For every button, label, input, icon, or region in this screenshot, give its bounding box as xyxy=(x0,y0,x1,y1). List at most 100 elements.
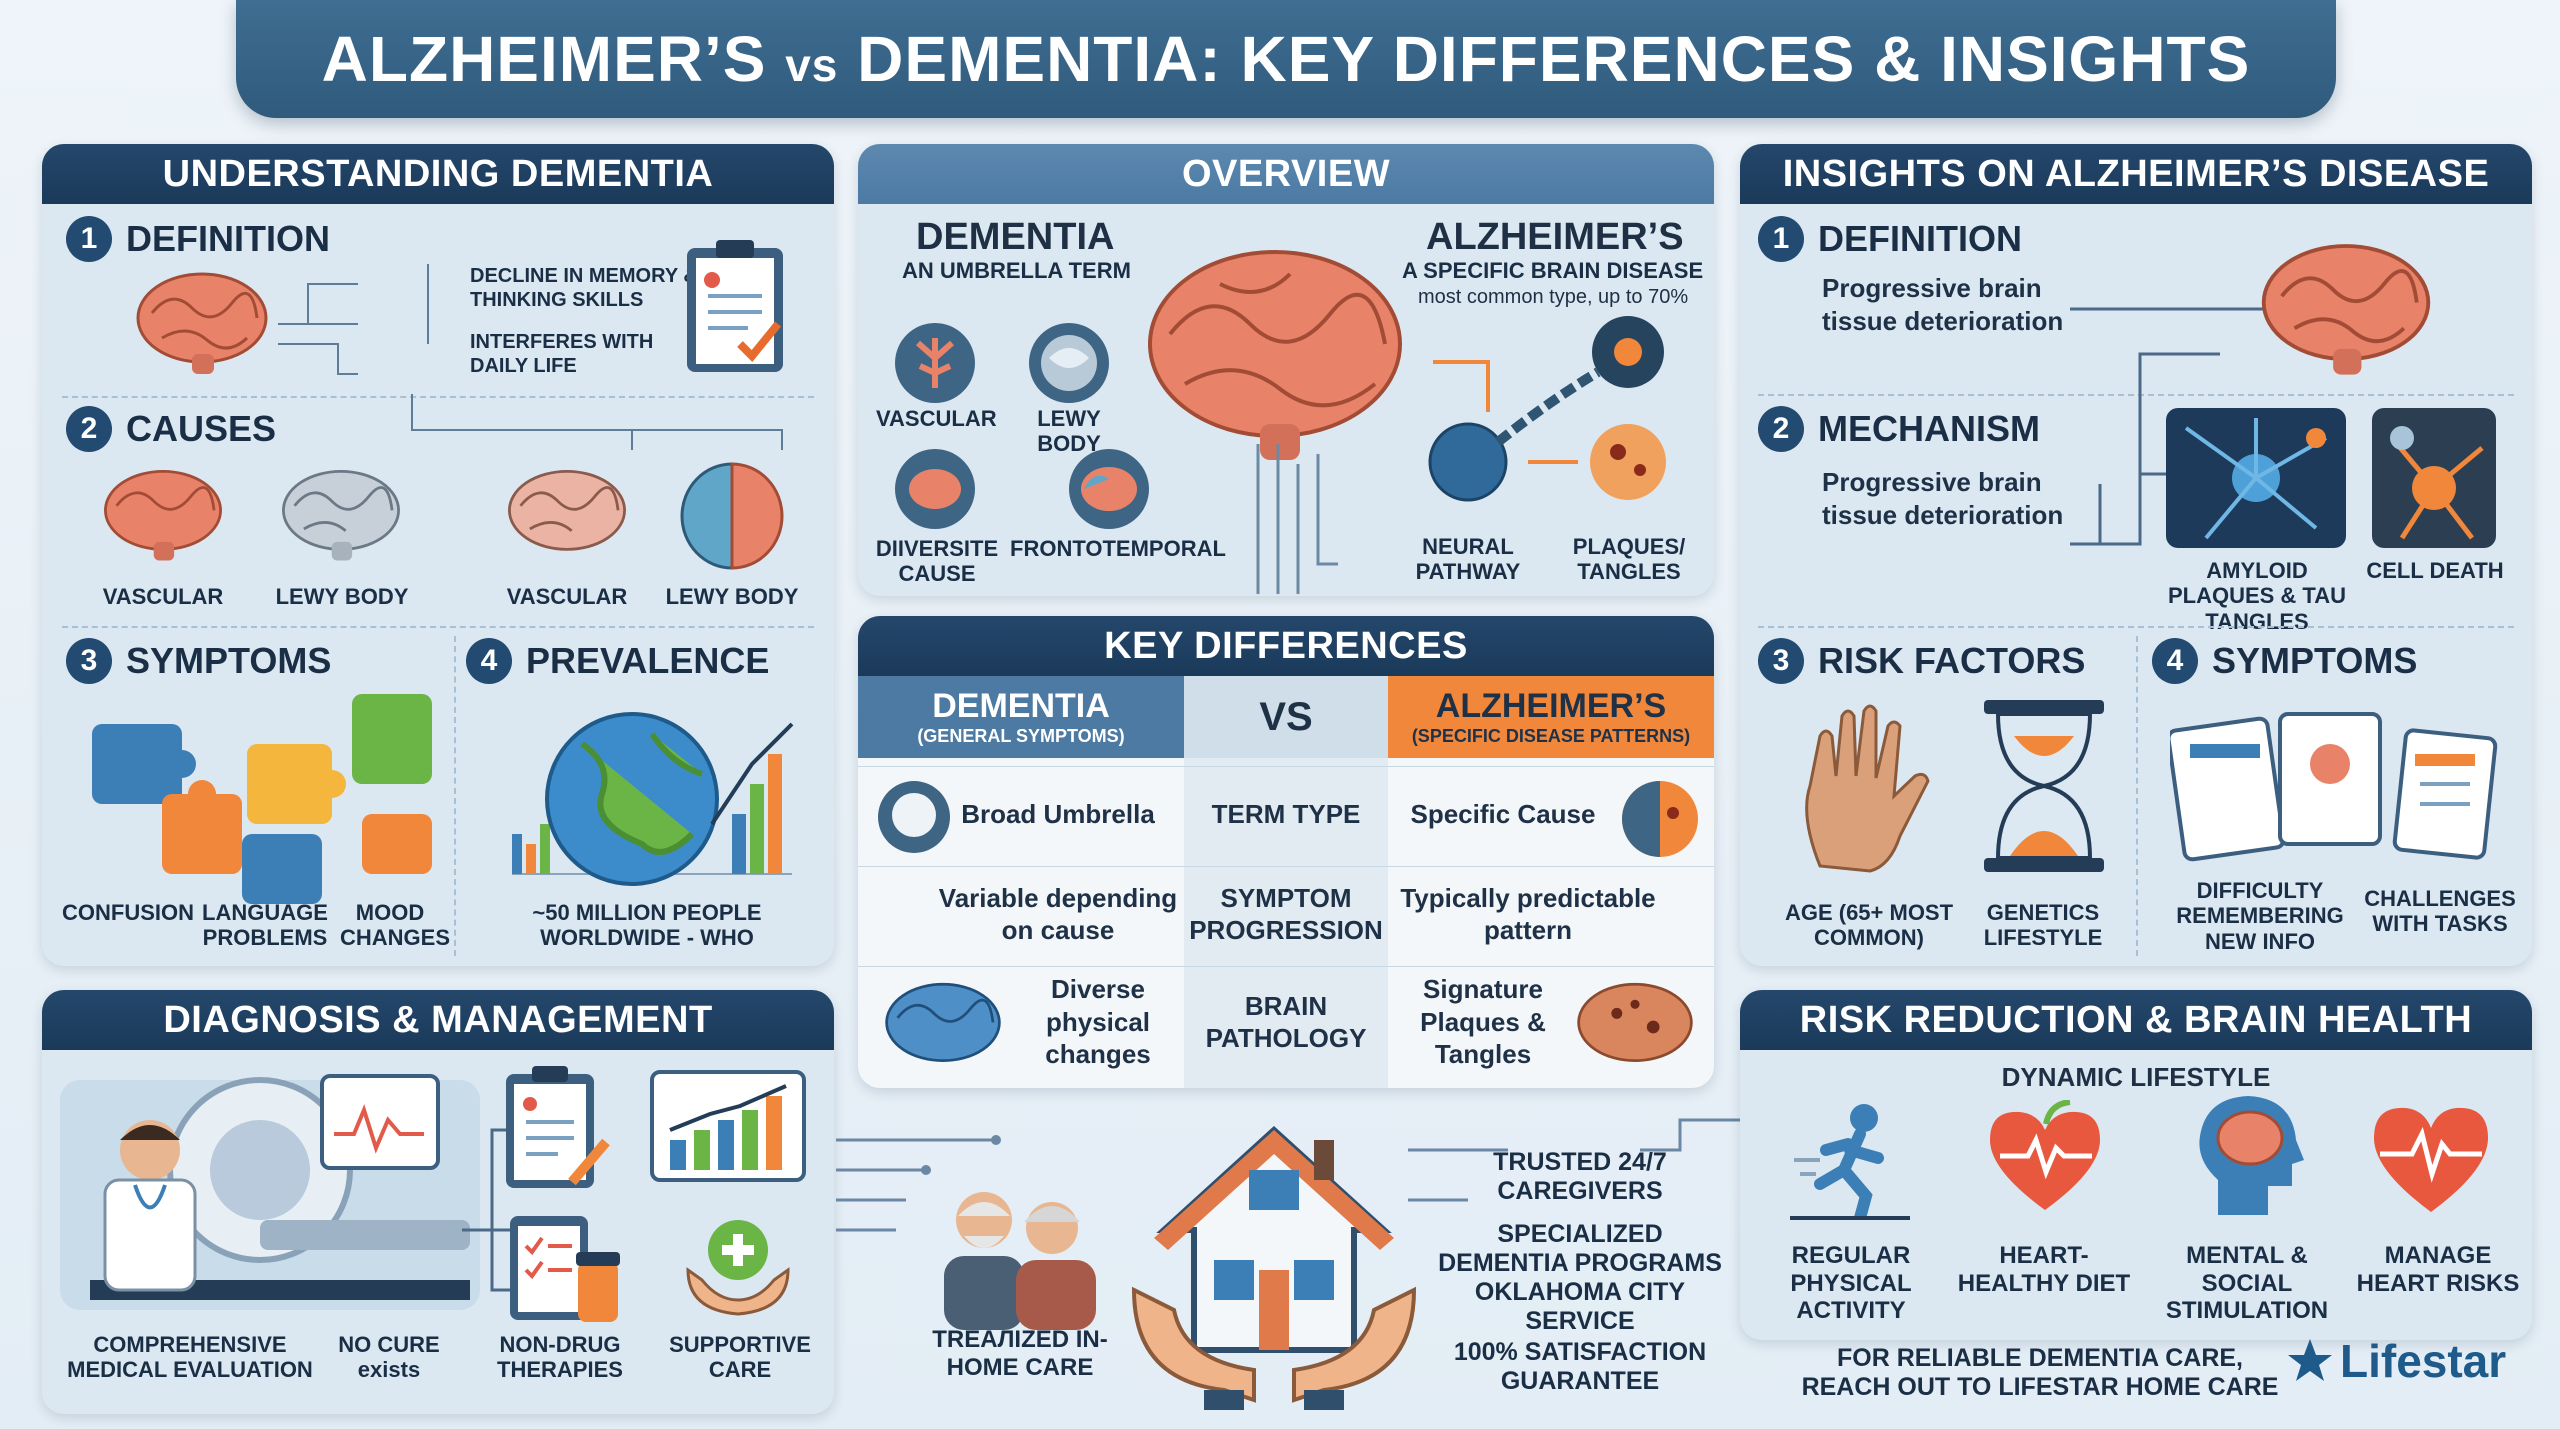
brain-gray-icon xyxy=(282,469,400,561)
brand-name: Lifestar xyxy=(2340,1335,2507,1387)
neuron-network-icon xyxy=(1428,316,1666,502)
kd-row-right: Typically predictable pattern xyxy=(1400,882,1656,946)
medication-icon xyxy=(510,1216,620,1322)
lifestyle-item: HEART-HEALTHY DIET xyxy=(1957,1242,2131,1297)
monitor-icon xyxy=(320,1074,440,1170)
insights-symptom-label: DIFFICULTY REMEMBERING NEW INFO xyxy=(2176,878,2344,954)
connector-lines xyxy=(278,264,429,375)
amyloid-plaques-icon xyxy=(2166,408,2346,548)
mechanism-text: Progressive brain tissue deterioration xyxy=(1822,467,2064,530)
table-row: Diverse physical changes BRAIN PATHOLOGY… xyxy=(858,966,1714,1077)
documents-icon xyxy=(2170,712,2498,862)
aged-hand-icon xyxy=(1805,704,1930,873)
overview-alz-note: most common type, up to 70% xyxy=(1418,286,1689,308)
kd-row-right: Specific Cause xyxy=(1410,798,1596,829)
brain-icon xyxy=(136,272,268,374)
risk-factor-label: AGE (65+ MOST COMMON) xyxy=(1784,900,1954,951)
divider xyxy=(62,626,814,628)
supportive-hands-icon xyxy=(686,1220,790,1316)
understanding-dementia-header: UNDERSTANDING DEMENTIA xyxy=(42,144,834,204)
risk-reduction-subheader: DYNAMIC LIFESTYLE xyxy=(2001,1062,2271,1092)
cause-label: LEWY BODY xyxy=(665,584,799,609)
connector-lines xyxy=(1408,1148,1508,1202)
kd-row-right: Signature Plaques & Tangles xyxy=(1420,974,1546,1070)
overview-alz-title: ALZHEIMER’S xyxy=(1426,216,1684,258)
diagnosis-panel: DIAGNOSIS & MANAGEMENT COMPREHENSIVE MED… xyxy=(42,990,834,1414)
connector-lines xyxy=(411,394,783,450)
puzzle-icon xyxy=(92,694,432,904)
diagnosis-item: COMPREHENSIVE MEDICAL EVALUATION xyxy=(67,1332,313,1383)
vascular-icon xyxy=(895,323,975,403)
risk-reduction-header: RISK REDUCTION & BRAIN HEALTH xyxy=(1740,990,2532,1050)
house-hands-icon xyxy=(1131,1125,1417,1410)
diagnosis-item: SUPPORTIVE CARE xyxy=(669,1332,811,1383)
clipboard-icon xyxy=(687,240,783,372)
kd-row-left: Variable depending on cause xyxy=(938,882,1178,946)
overview-header: OVERVIEW xyxy=(858,144,1714,204)
overview-type-label: FRONTOTEMPORAL xyxy=(1010,536,1226,561)
brain-blue-icon xyxy=(885,982,1001,1062)
brain-icon xyxy=(2261,244,2431,375)
lifestyle-item: REGULAR PHYSICAL ACTIVITY xyxy=(1790,1242,1912,1325)
mechanism-item: AMYLOID PLAQUES & TAU TANGLES xyxy=(2167,558,2347,634)
kd-row-mid: BRAIN PATHOLOGY xyxy=(1205,990,1367,1054)
kd-row-mid: TERM TYPE xyxy=(1211,798,1361,829)
risk-reduction-panel: RISK REDUCTION & BRAIN HEALTH DYNAMIC LI… xyxy=(1740,990,2532,1340)
divider xyxy=(2136,636,2138,956)
brain-split-icon xyxy=(680,462,784,570)
clipboard-pen-icon xyxy=(506,1066,610,1188)
insights-definition-text: Progressive brain tissue deterioration xyxy=(1822,273,2064,336)
cause-label: VASCULAR xyxy=(102,584,224,609)
cta-text: FOR RELIABLE DEMENTIA CARE, REACH OUT TO… xyxy=(1801,1344,2279,1401)
kd-row-left: Broad Umbrella xyxy=(961,798,1155,829)
brain-icon xyxy=(104,469,222,561)
overview-dementia-title: DEMENTIA xyxy=(916,216,1115,258)
overview-alz-sub: A SPECIFIC BRAIN DISEASE xyxy=(1402,258,1704,283)
overview-panel: OVERVIEW DEMENTIA AN UMBRELLA TERM ALZHE… xyxy=(858,144,1714,596)
key-differences-panel: KEY DIFFERENCES DEMENTIA (GENERAL SYMPTO… xyxy=(858,616,1714,1088)
heart-pulse-icon xyxy=(2374,1107,2488,1212)
brain-pale-icon xyxy=(508,469,626,551)
symptom-label: MOOD CHANGES xyxy=(340,900,451,951)
table-row: Variable depending on cause SYMPTOM PROG… xyxy=(858,866,1714,961)
care-feature: TRUSTED 24/7 CAREGIVERS xyxy=(1493,1148,1667,1205)
prevalence-caption: ~50 MILLION PEOPLE WORLDWIDE - WHO xyxy=(532,900,762,951)
specific-cause-icon xyxy=(1622,781,1698,857)
brain-large-icon xyxy=(1148,250,1402,460)
overview-dementia-sub: AN UMBRELLA TERM xyxy=(902,258,1131,283)
overview-alz-item: PLAQUES/ TANGLES xyxy=(1572,534,1686,585)
doctor-scanner-icon xyxy=(60,1077,480,1310)
key-differences-header: KEY DIFFERENCES xyxy=(858,616,1714,676)
circuit-lines xyxy=(1256,444,1338,594)
diagnosis-item: NO CURE exists xyxy=(338,1332,440,1383)
runner-icon xyxy=(1790,1104,1910,1220)
kd-mid-column xyxy=(1184,758,1388,1088)
diagnosis-header: DIAGNOSIS & MANAGEMENT xyxy=(42,990,834,1050)
kd-alz-head: ALZHEIMER’S (SPECIFIC DISEASE PATTERNS) xyxy=(1388,676,1714,758)
kd-row-mid: SYMPTOM PROGRESSION xyxy=(1189,882,1383,946)
hourglass-icon xyxy=(1984,700,2104,872)
overview-type-label: VASCULAR xyxy=(876,406,997,431)
star-logo-icon xyxy=(2288,1339,2332,1381)
divider xyxy=(62,396,814,398)
cause-label: LEWY BODY xyxy=(275,584,409,609)
overview-alz-item: NEURAL PATHWAY xyxy=(1415,534,1521,585)
insights-header: INSIGHTS ON ALZHEIMER’S DISEASE xyxy=(1740,144,2532,204)
table-row: Broad Umbrella TERM TYPE Specific Cause xyxy=(858,766,1714,861)
umbrella-brain-icon xyxy=(878,781,950,853)
lewy-body-icon xyxy=(1029,323,1109,403)
lifestar-logo: Lifestar xyxy=(2286,1334,2506,1388)
care-feature: SPECIALIZED DEMENTIA PROGRAMS xyxy=(1438,1220,1722,1277)
divider xyxy=(1758,394,2514,396)
divider xyxy=(454,636,456,956)
connector-lines xyxy=(1640,1118,1750,1152)
kd-dementia-head: DEMENTIA (GENERAL SYMPTOMS) xyxy=(858,676,1184,758)
